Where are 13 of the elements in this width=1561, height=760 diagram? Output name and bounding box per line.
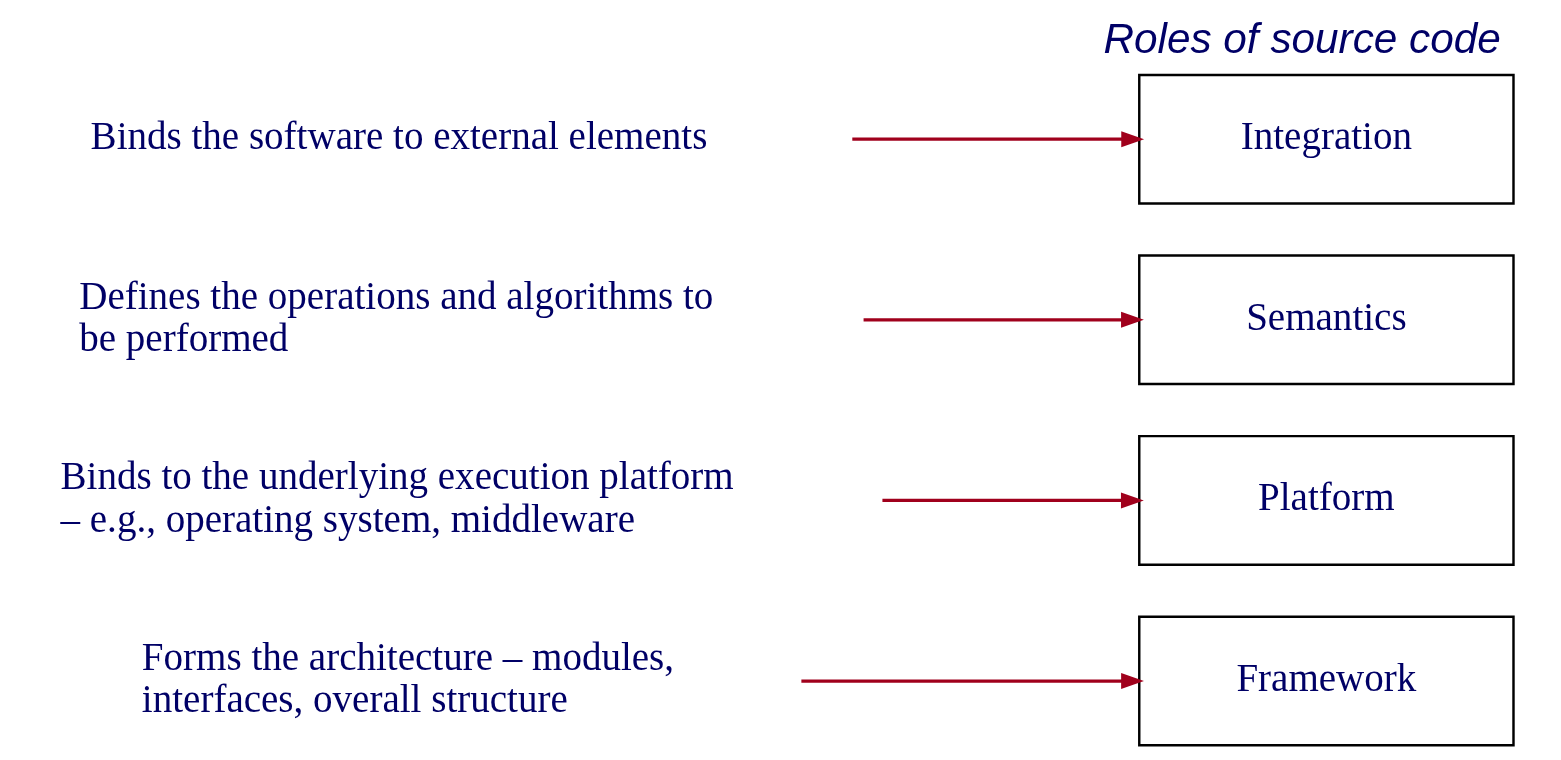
diagram-title: Roles of source code: [1103, 15, 1501, 63]
node-box: Framework: [1138, 615, 1515, 747]
arrow: [801, 673, 1144, 689]
arrow: [882, 492, 1144, 509]
node-box: Platform: [1138, 434, 1515, 566]
arrow: [863, 311, 1144, 328]
node-text: Binds the software to external elements: [90, 114, 708, 158]
node-box: Semantics: [1138, 254, 1515, 386]
node-box: Integration: [1138, 73, 1515, 205]
node-text: Forms the architecture – modules, interfaces, overall structure: [141, 634, 675, 721]
node-text: Binds to the underlying execution platform – e.g., operating system, middleware: [60, 454, 734, 540]
node-text: Defines the operations and algorithms to be performed: [79, 273, 714, 360]
arrow: [852, 131, 1145, 148]
